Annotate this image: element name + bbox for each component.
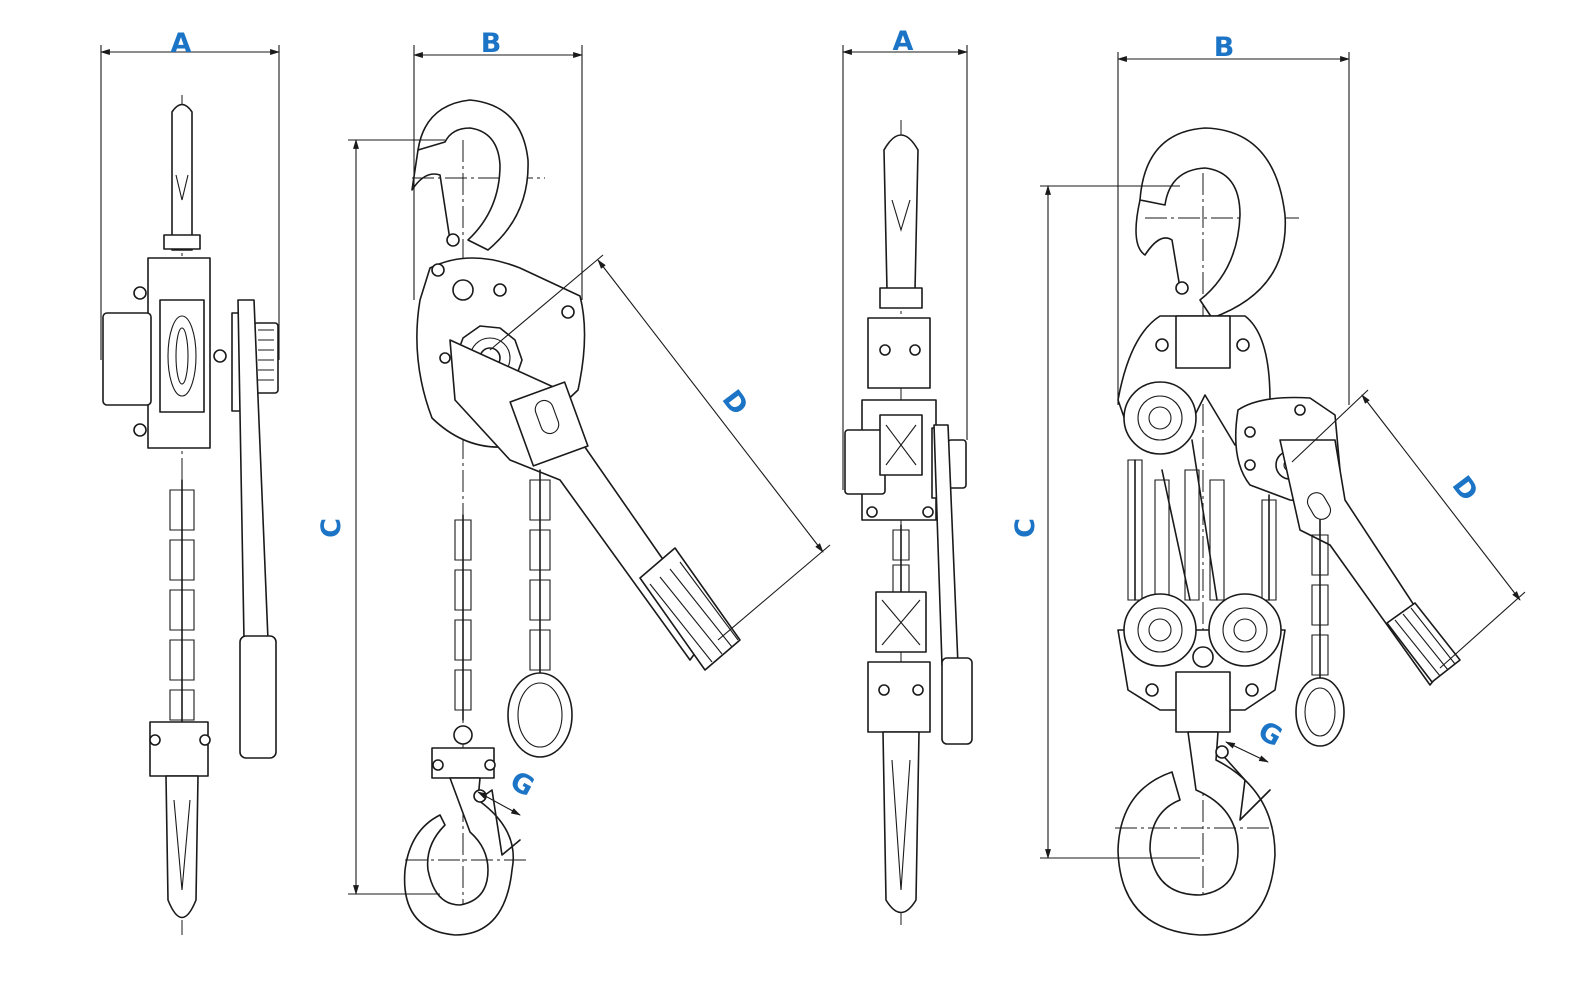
dimension-lines [100,45,1526,895]
dim-label-b-view2: B [481,28,502,59]
dim-label-a-view3: A [893,26,914,57]
dimension-labels: A B C D G A B C D G [171,26,1484,803]
double-fall-side-view [844,120,973,925]
dim-label-g-view4: G [1253,716,1287,754]
double-fall-front-view [1115,127,1461,936]
dim-label-c-view2: C [316,518,347,538]
dim-label-d-view4: D [1446,471,1484,508]
dim-label-a-view1: A [171,28,192,59]
dim-label-c-view4: C [1010,518,1041,538]
dim-label-b-view4: B [1214,32,1235,63]
dim-label-g-view2: G [505,766,539,804]
single-fall-front-view [403,99,741,936]
dim-label-d-view2: D [716,385,754,422]
single-fall-side-view [102,95,279,935]
